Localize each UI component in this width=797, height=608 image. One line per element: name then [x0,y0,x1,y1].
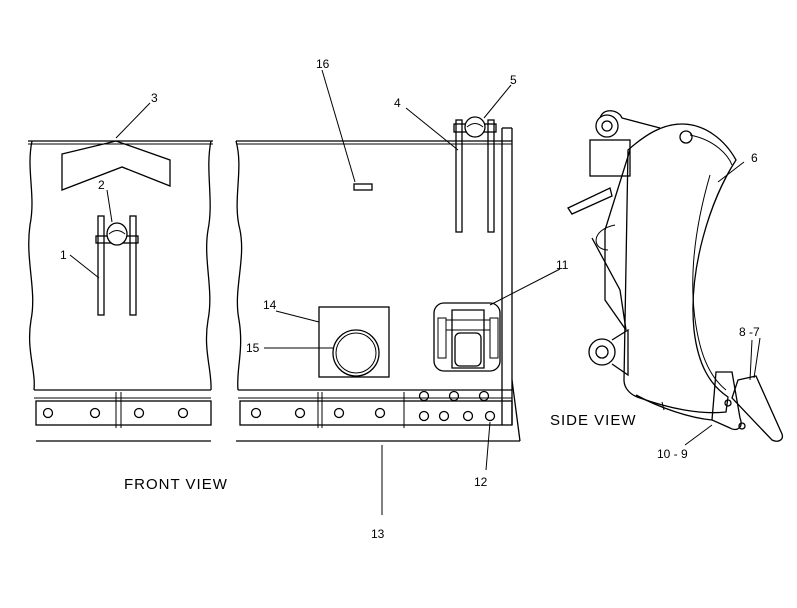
cutting-edge [731,375,784,442]
callout-10-9: 10 - 9 [657,447,688,461]
chevron-plate [61,140,171,191]
callout-2: 2 [98,178,105,192]
serial-plate [353,183,373,191]
front-view-left-panel [28,140,213,442]
callout-5: 5 [510,73,517,87]
callout-3: 3 [151,91,158,105]
front-view-label: FRONT VIEW [124,476,228,493]
callout-15: 15 [246,341,260,355]
side-view-bucket [567,110,784,442]
front-view-right-panel [235,116,521,442]
access-hole [332,329,380,377]
callout-6: 6 [751,151,758,165]
front-bolt-row [42,407,189,419]
callout-12: 12 [474,475,488,489]
side-view-label: SIDE VIEW [550,412,637,429]
callout-11: 11 [556,258,569,272]
front-lift-bracket [95,215,139,316]
right-bolt-row [250,407,386,419]
callout-8-7: 8 -7 [739,325,760,339]
access-plate [318,306,390,378]
callout-1: 1 [60,248,67,262]
right-lift-bracket [453,116,497,233]
callout-16: 16 [316,57,330,71]
cutting-edge-bolt-group [418,390,496,422]
callout-4: 4 [394,96,401,110]
leader-lines [69,69,761,515]
callout-14: 14 [263,298,277,312]
callout-13: 13 [371,527,385,541]
hitch-block [433,302,501,372]
